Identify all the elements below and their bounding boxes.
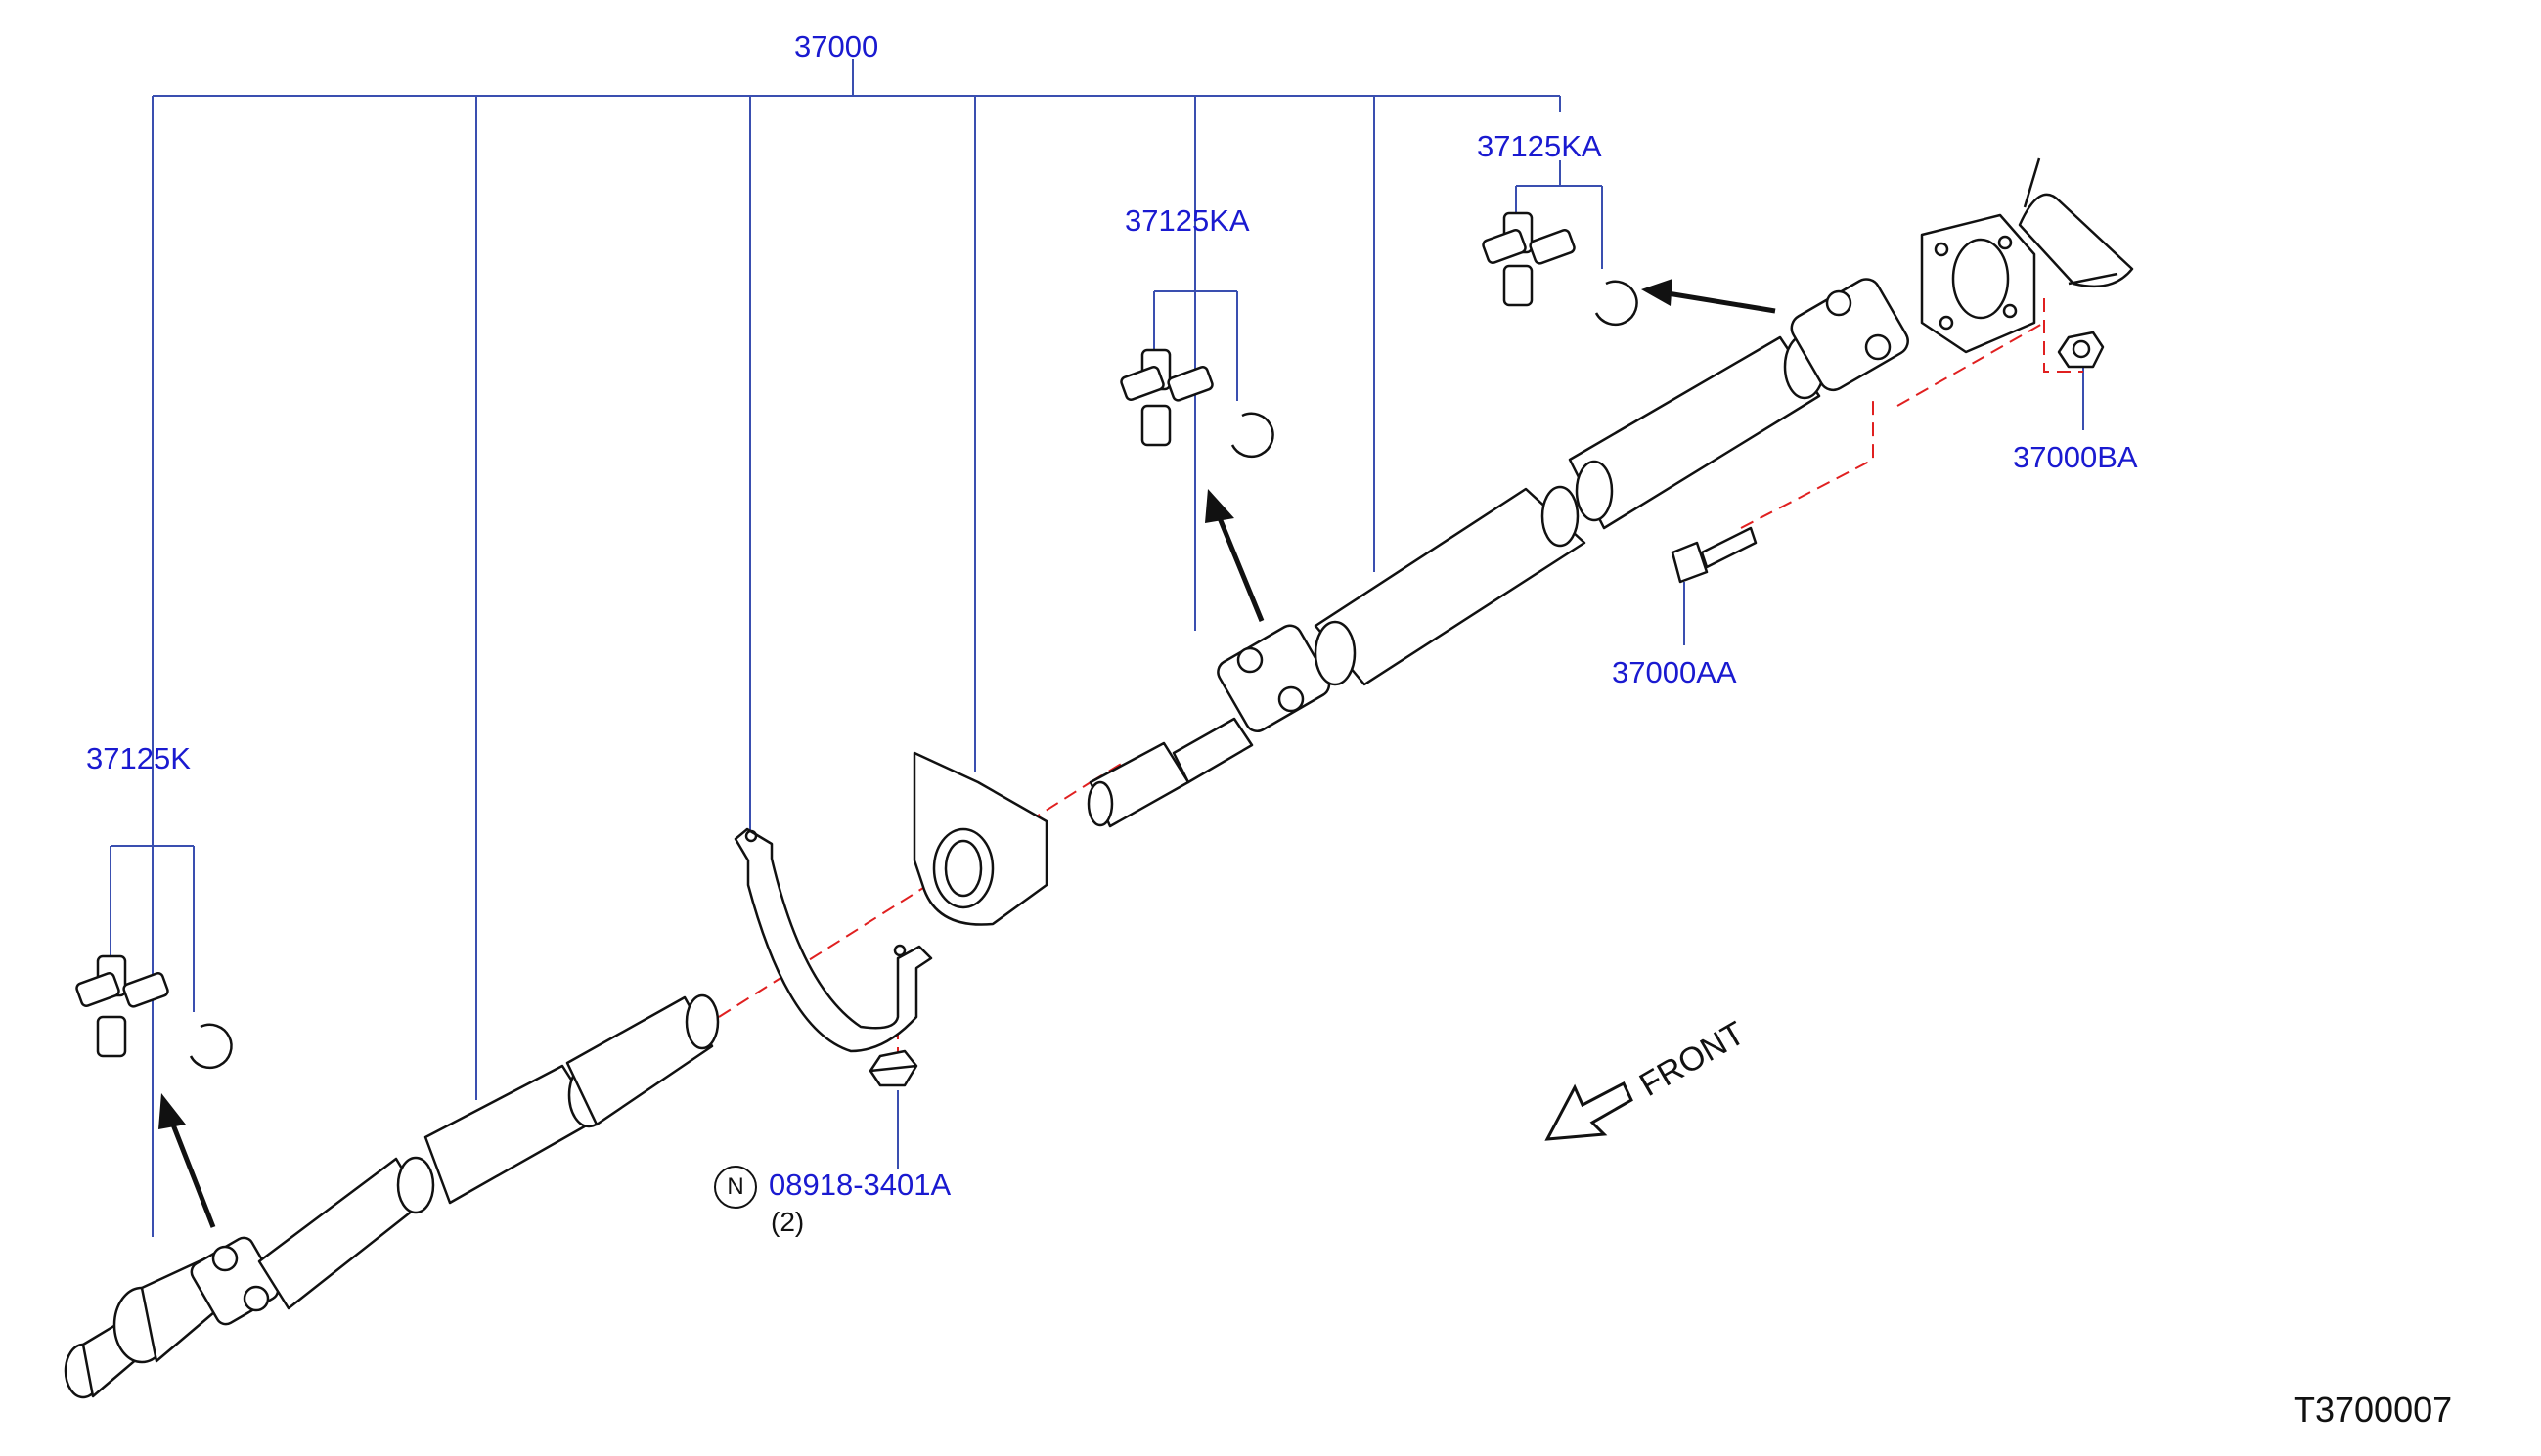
callout-37000aa: 37000AA	[1612, 655, 1737, 689]
direction-arrows	[158, 279, 1776, 1228]
joint-kits	[75, 211, 1638, 1070]
front-label: FRONT	[1633, 1014, 1751, 1103]
callout-37000ba: 37000BA	[2013, 440, 2138, 474]
front-arrow-icon	[1544, 1081, 1633, 1141]
callout-37125k-left: 37125K	[86, 741, 191, 775]
callout-37125ka-center: 37125KA	[1125, 203, 1250, 238]
callout-37125ka-right: 37125KA	[1477, 129, 1602, 163]
quantity-label: (2)	[771, 1207, 805, 1237]
propeller-shaft	[64, 157, 2134, 1399]
callout-08918-3401a: 08918-3401A	[769, 1168, 952, 1202]
leader-lines	[110, 59, 2084, 1237]
assembly-dash-lines	[718, 298, 2083, 1061]
figure-code: T3700007	[2294, 1390, 2453, 1430]
callout-37000: 37000	[794, 29, 879, 64]
n-marker-icon: N	[714, 1166, 757, 1209]
